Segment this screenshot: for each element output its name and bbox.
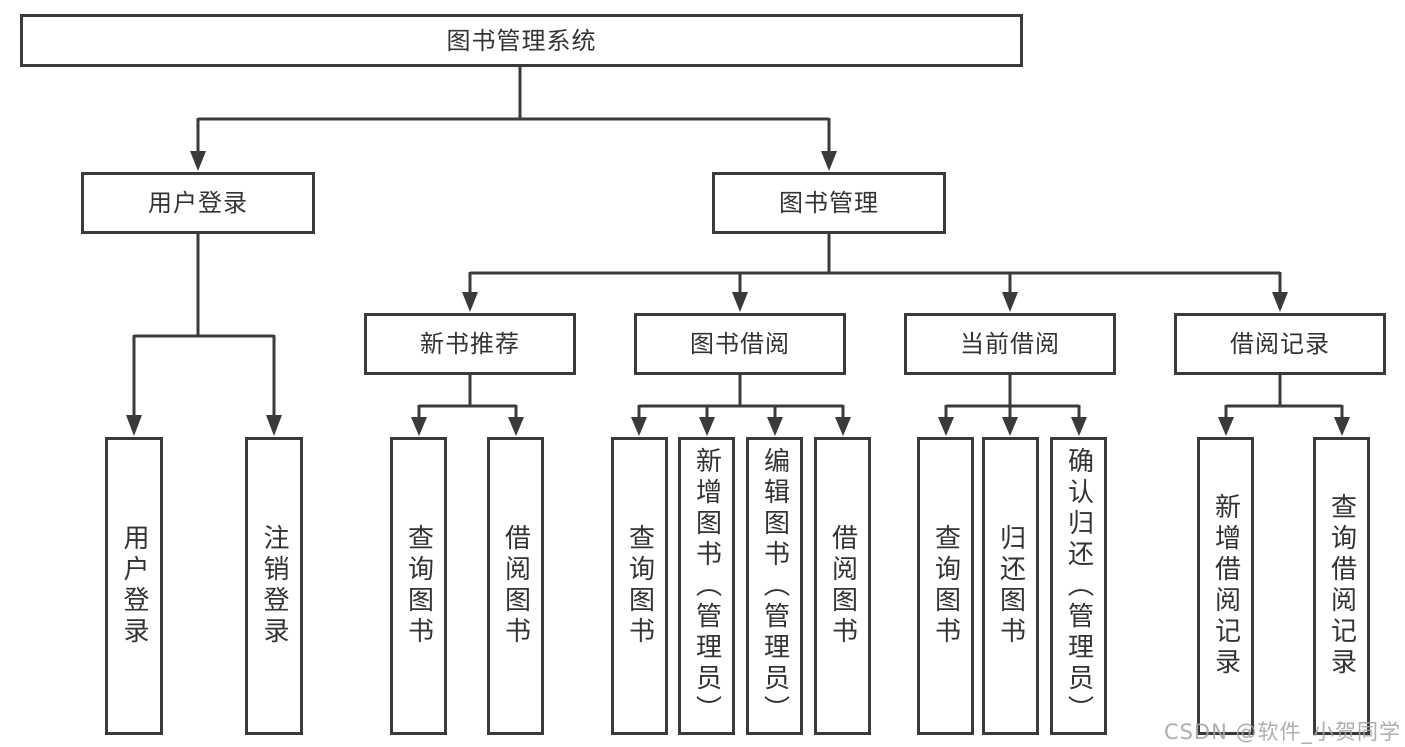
node-leaf-query-borrow-record: 查询借阅记录 xyxy=(1313,437,1370,735)
node-new-book-recommend-label: 新书推荐 xyxy=(420,330,520,358)
arrow-down-icon xyxy=(767,417,783,436)
node-leaf-query-books-recommend: 查询图书 xyxy=(390,437,447,735)
node-leaf-query-books-current: 查询图书 xyxy=(917,437,974,735)
arrow-down-icon xyxy=(699,417,715,436)
connector-new-book-recommend-to-children xyxy=(417,375,518,419)
node-current-borrowing: 当前借阅 xyxy=(904,313,1116,375)
arrow-down-icon xyxy=(1334,417,1350,436)
node-leaf-add-books-admin-label: 新增图书（管理员） xyxy=(691,446,722,726)
arrow-down-icon xyxy=(1071,417,1087,436)
node-leaf-query-borrow-record-label: 查询借阅记录 xyxy=(1326,493,1357,679)
arrow-down-icon xyxy=(266,415,282,436)
node-leaf-add-books-admin: 新增图书（管理员） xyxy=(678,437,735,735)
node-user-login-label: 用户登录 xyxy=(148,189,248,217)
node-library-system-label: 图书管理系统 xyxy=(446,26,597,55)
node-leaf-borrow-books-recommend: 借阅图书 xyxy=(487,437,544,735)
arrow-down-icon xyxy=(411,417,427,436)
node-book-borrowing-label: 图书借阅 xyxy=(690,330,790,358)
arrow-down-icon xyxy=(126,415,142,436)
connector-borrowing-records-to-children xyxy=(1224,375,1344,419)
arrow-down-icon xyxy=(631,417,647,436)
connector-book-management-to-children xyxy=(468,234,1282,294)
node-leaf-query-books-borrowing-label: 查询图书 xyxy=(624,524,655,648)
arrow-down-icon xyxy=(1002,417,1018,436)
node-leaf-confirm-return-admin: 确认归还（管理员） xyxy=(1050,437,1107,735)
node-new-book-recommend: 新书推荐 xyxy=(364,313,576,375)
csdn-watermark: CSDN @软件_小贺同学 xyxy=(1163,720,1401,744)
arrow-down-icon xyxy=(821,151,837,171)
node-borrowing-records: 借阅记录 xyxy=(1174,313,1386,375)
node-leaf-edit-books-admin: 编辑图书（管理员） xyxy=(746,437,803,735)
node-leaf-return-books-label: 归还图书 xyxy=(995,524,1026,648)
node-leaf-add-borrow-record: 新增借阅记录 xyxy=(1197,437,1254,735)
node-leaf-logout: 注销登录 xyxy=(245,437,303,735)
node-book-borrowing: 图书借阅 xyxy=(634,313,846,375)
arrow-down-icon xyxy=(732,292,748,312)
node-leaf-confirm-return-admin-label: 确认归还（管理员） xyxy=(1063,446,1094,726)
node-leaf-user-login: 用户登录 xyxy=(105,437,163,735)
arrow-down-icon xyxy=(462,292,478,312)
node-borrowing-records-label: 借阅记录 xyxy=(1230,330,1330,358)
node-leaf-borrow-books-recommend-label: 借阅图书 xyxy=(500,524,531,648)
node-leaf-borrow-books: 借阅图书 xyxy=(814,437,871,735)
node-leaf-borrow-books-label: 借阅图书 xyxy=(827,524,858,648)
arrow-down-icon xyxy=(1002,292,1018,312)
connector-root-to-level2 xyxy=(196,67,831,153)
arrowheads xyxy=(126,151,1350,436)
arrow-down-icon xyxy=(1218,417,1234,436)
node-leaf-query-books-current-label: 查询图书 xyxy=(930,524,961,648)
node-book-management-label: 图书管理 xyxy=(779,189,879,217)
connector-book-borrowing-to-children xyxy=(637,375,845,419)
node-leaf-logout-label: 注销登录 xyxy=(259,524,289,648)
connector-user-login-to-children xyxy=(132,234,276,418)
node-leaf-edit-books-admin-label: 编辑图书（管理员） xyxy=(759,446,790,726)
node-current-borrowing-label: 当前借阅 xyxy=(960,330,1060,358)
arrow-down-icon xyxy=(938,417,954,436)
node-leaf-query-books-borrowing: 查询图书 xyxy=(611,437,668,735)
node-user-login: 用户登录 xyxy=(81,172,315,234)
arrow-down-icon xyxy=(190,151,206,171)
arrow-down-icon xyxy=(1272,292,1288,312)
arrow-down-icon xyxy=(508,417,524,436)
node-book-management: 图书管理 xyxy=(712,172,946,234)
node-leaf-return-books: 归还图书 xyxy=(982,437,1039,735)
arrow-down-icon xyxy=(835,417,851,436)
connector-current-borrowing-to-children xyxy=(944,375,1081,419)
node-leaf-query-books-recommend-label: 查询图书 xyxy=(403,524,434,648)
node-library-system: 图书管理系统 xyxy=(20,14,1023,67)
node-leaf-user-login-label: 用户登录 xyxy=(119,524,149,648)
node-leaf-add-borrow-record-label: 新增借阅记录 xyxy=(1210,493,1241,679)
